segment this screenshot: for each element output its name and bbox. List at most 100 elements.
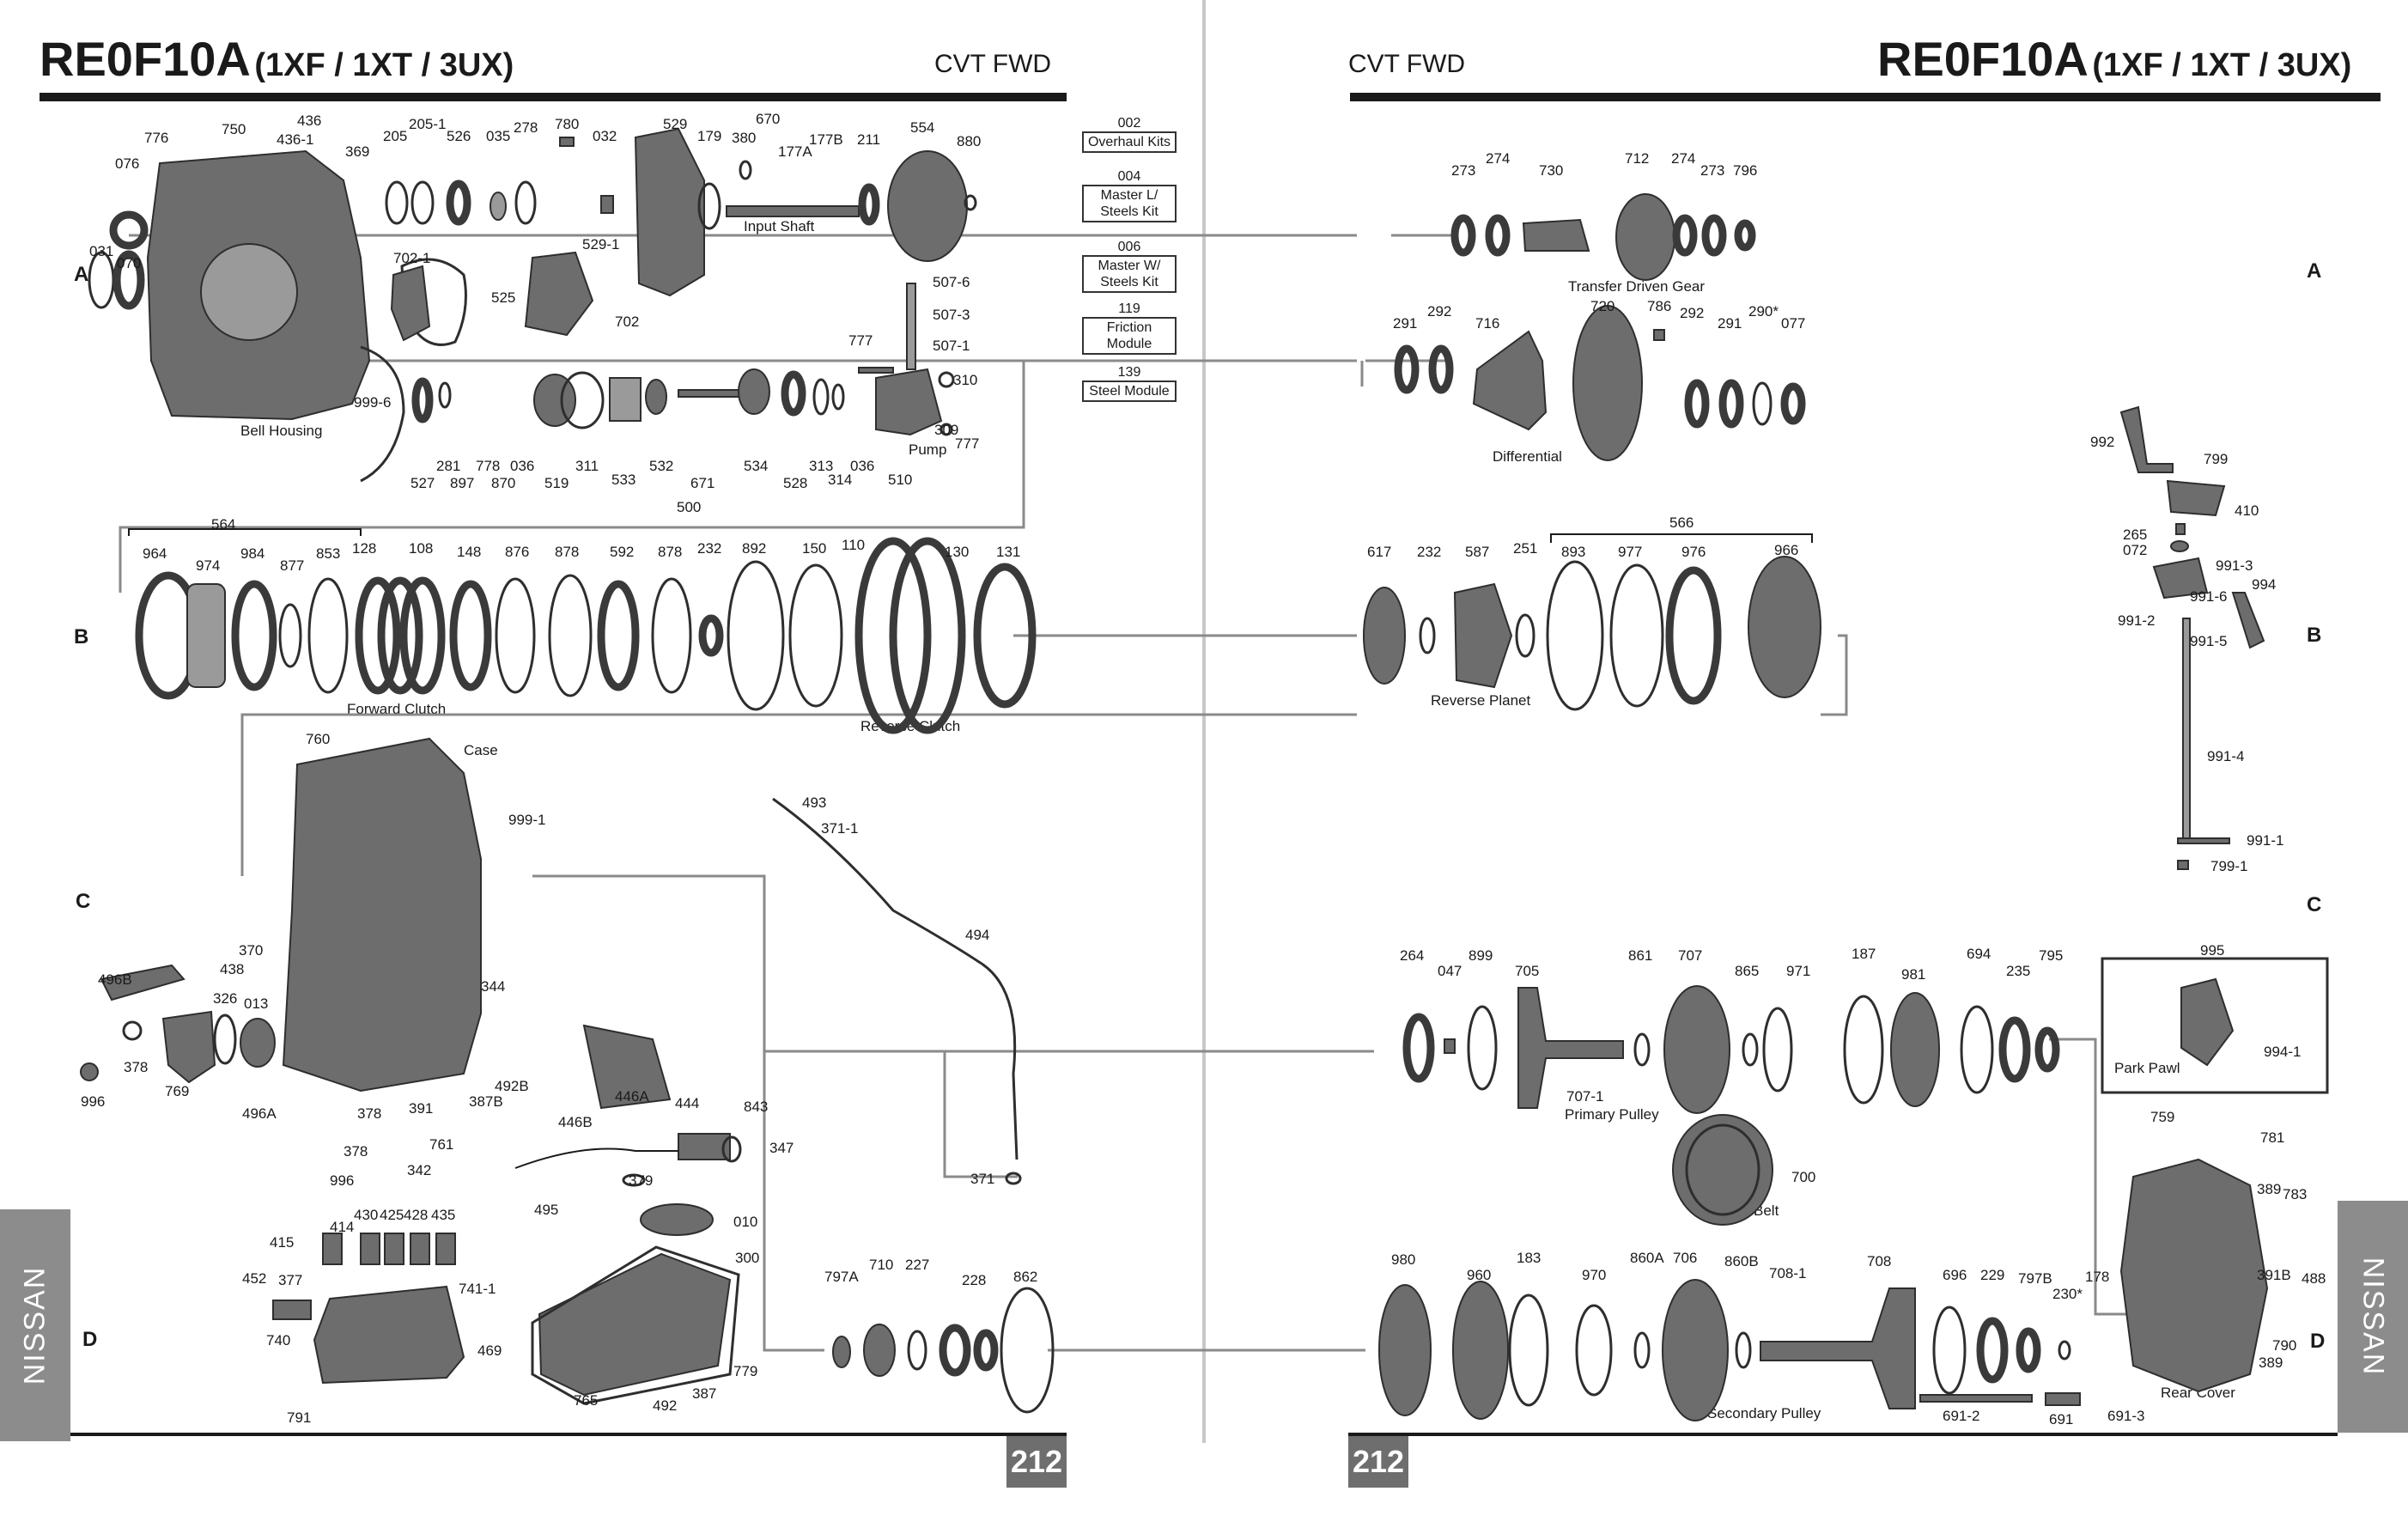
part-label: 970: [1582, 1267, 1606, 1283]
connector-444: [678, 1133, 731, 1160]
clip-991-1: [2177, 837, 2230, 844]
solenoid-435: [435, 1233, 456, 1265]
part-label: 205: [383, 128, 407, 144]
ring-251: [1515, 613, 1535, 658]
part-label: 326: [213, 990, 237, 1007]
part-label: 108: [409, 540, 433, 557]
flow-line-c-mid: [764, 1050, 1018, 1178]
part-label: 179: [697, 128, 721, 144]
part-label: 860A: [1630, 1250, 1664, 1266]
right-page-title: RE0F10A (1XF / 1XT / 3UX): [1877, 31, 2351, 87]
kit-name: Overhaul Kits: [1082, 131, 1177, 153]
part-label: 425: [380, 1207, 404, 1223]
title-rule: [40, 93, 1067, 101]
part-label: 177A: [778, 143, 812, 160]
ring-227: [907, 1330, 927, 1371]
part-label: 777: [848, 332, 873, 349]
input-shaft-670: [726, 205, 860, 217]
pulley-707: [1663, 985, 1730, 1114]
part-label: 507-6: [933, 274, 970, 290]
part-label: 310: [953, 372, 977, 388]
row-d-left-parts: [272, 1233, 1055, 1414]
part-label: 843: [744, 1099, 768, 1115]
part-label: 783: [2283, 1186, 2307, 1202]
part-label: 977: [1618, 544, 1642, 560]
ring-150: [788, 563, 843, 708]
part-label: 313: [809, 458, 833, 474]
flow-line-b-to-c: [240, 713, 1357, 876]
part-label: 708: [1867, 1253, 1891, 1269]
part-label: 862: [1013, 1269, 1037, 1285]
part-label: 880: [957, 133, 981, 149]
part-label: 232: [697, 540, 721, 557]
drum-966: [1748, 556, 1821, 698]
arm-994: [2231, 592, 2265, 649]
page-gutter: [1202, 0, 1206, 1443]
part-label: 342: [407, 1162, 431, 1178]
part-label: 347: [769, 1140, 794, 1156]
part-label: 507-1: [933, 338, 970, 354]
part-label: 309: [934, 422, 958, 438]
bearing-292b: [1684, 379, 1710, 429]
piston-981: [1890, 992, 1940, 1107]
bracket-992: [2119, 405, 2174, 473]
actuator-410: [2166, 479, 2226, 517]
part-label: 897: [450, 475, 474, 491]
part-label: 707-1: [1566, 1088, 1603, 1105]
part-label: 995: [2200, 942, 2224, 959]
part-label: 228: [962, 1272, 986, 1288]
part-label: 994-1: [2264, 1044, 2301, 1060]
ring-230: [2058, 1340, 2071, 1361]
part-label: 525: [491, 289, 515, 306]
part-label: 389: [2259, 1354, 2283, 1371]
part-label: 232: [1417, 544, 1441, 560]
harness-446a: [582, 1024, 672, 1110]
bearing-228b: [973, 1329, 999, 1372]
part-label: 991-4: [2207, 748, 2244, 764]
part-label: 273: [1700, 162, 1724, 179]
gasket-311: [560, 371, 605, 429]
ring-205-1: [410, 180, 435, 225]
caption-case: Case: [464, 742, 498, 758]
part-label: 032: [593, 128, 617, 144]
part-label: 760: [306, 731, 330, 747]
caption-differential: Differential: [1493, 448, 1562, 465]
rod-991-4: [2182, 618, 2191, 843]
part-label: 781: [2260, 1129, 2284, 1146]
caption-rear-cover: Rear Cover: [2161, 1385, 2235, 1401]
part-label: 492B: [495, 1078, 529, 1094]
part-label: 797B: [2018, 1270, 2052, 1287]
row-letter-d: D: [82, 1328, 98, 1351]
part-label: 070: [117, 255, 141, 271]
solenoid-428: [410, 1233, 430, 1265]
seal-264: [1402, 1013, 1435, 1083]
solenoid-452: [272, 1300, 312, 1320]
part-label: 387: [692, 1385, 716, 1402]
ring-876: [495, 577, 536, 694]
part-label: 991-1: [2247, 832, 2283, 849]
piston-980: [1378, 1284, 1432, 1416]
part-label: 493: [802, 794, 826, 811]
spring-507: [906, 283, 916, 370]
part-label: 076: [115, 155, 139, 172]
spring-971: [1762, 1007, 1793, 1093]
part-label: 469: [477, 1342, 502, 1359]
kit-name: Steel Module: [1082, 380, 1177, 402]
part-label: 741-1: [459, 1281, 496, 1297]
left-page: RE0F10A (1XF / 1XT / 3UX) CVT FWD 002 Ov…: [0, 31, 1177, 1488]
row-letter-d: D: [2310, 1330, 2326, 1353]
left-page-title: RE0F10A (1XF / 1XT / 3UX): [40, 31, 514, 87]
cylinder-960: [1452, 1281, 1509, 1420]
side-tab-nissan: NISSAN: [2338, 1201, 2408, 1433]
part-label: 492: [653, 1397, 677, 1414]
part-label: 378: [124, 1059, 148, 1075]
part-label: 496A: [242, 1105, 277, 1122]
part-label: 430: [354, 1207, 378, 1223]
plate-108: [377, 576, 423, 695]
pin-786: [1653, 329, 1665, 341]
bearing-274b: [1672, 214, 1698, 257]
part-label: 130: [945, 544, 969, 560]
ring-326: [213, 1014, 237, 1065]
part-label: 274: [1486, 150, 1510, 167]
